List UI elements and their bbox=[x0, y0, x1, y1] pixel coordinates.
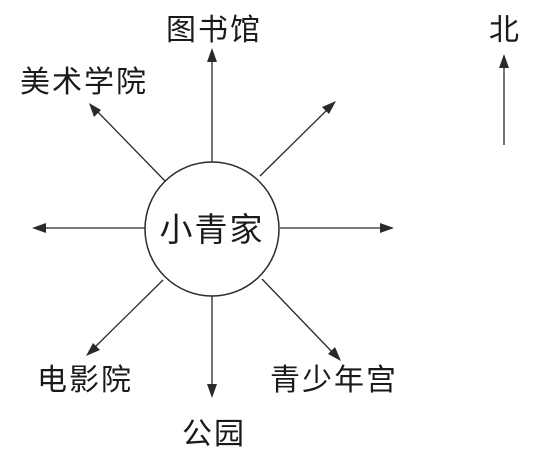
center-label: 小青家 bbox=[160, 210, 265, 249]
north-indicator: 北 bbox=[489, 13, 521, 145]
north-indicator-label: 北 bbox=[489, 13, 521, 48]
place-label-northwest: 美术学院 bbox=[20, 65, 148, 100]
arrow-northeast bbox=[259, 101, 336, 177]
arrow-south bbox=[207, 296, 217, 398]
center-circle bbox=[144, 161, 280, 297]
arrow-east bbox=[280, 223, 394, 233]
place-label-southwest: 电影院 bbox=[37, 363, 133, 398]
place-label-southeast: 青少年宫 bbox=[270, 363, 398, 398]
place-label-north: 图书馆 bbox=[166, 13, 262, 48]
arrow-southeast bbox=[261, 278, 341, 361]
arrow-southwest bbox=[86, 279, 164, 356]
arrow-west bbox=[32, 223, 146, 233]
arrow-northwest bbox=[89, 103, 167, 183]
arrow-north bbox=[207, 48, 217, 176]
place-label-south: 公园 bbox=[182, 417, 246, 452]
